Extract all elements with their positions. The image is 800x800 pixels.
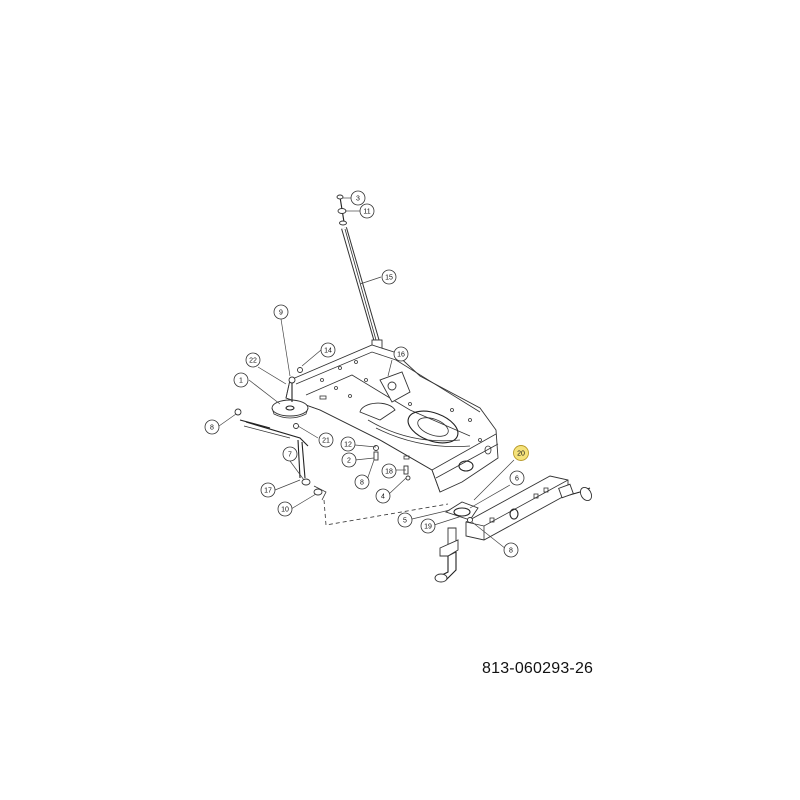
callout-4[interactable]: 4 (375, 488, 391, 504)
callout-12-label: 12 (344, 441, 352, 448)
callout-7[interactable]: 7 (282, 446, 298, 462)
callout-11[interactable]: 11 (359, 203, 375, 219)
callout-20-label: 20 (517, 450, 525, 457)
steering-gear-plate (271, 367, 309, 429)
callout-10-label: 10 (281, 506, 289, 513)
callout-5[interactable]: 5 (397, 512, 413, 528)
callout-17-label: 17 (264, 487, 272, 494)
callout-4-label: 4 (381, 493, 385, 500)
callout-8-left-label: 8 (210, 424, 214, 431)
callout-19[interactable]: 19 (420, 518, 436, 534)
callout-9[interactable]: 9 (273, 304, 289, 320)
callout-12[interactable]: 12 (340, 436, 356, 452)
callout-15-label: 15 (385, 274, 393, 281)
front-axle (434, 475, 593, 583)
callout-18-label: 18 (385, 468, 393, 475)
callout-8-right-label: 8 (509, 547, 513, 554)
callout-9-label: 9 (279, 309, 283, 316)
callout-7-label: 7 (288, 451, 292, 458)
callout-21-label: 21 (322, 437, 330, 444)
callout-8-middle-label: 8 (360, 479, 364, 486)
callout-18[interactable]: 18 (381, 463, 397, 479)
frame (285, 344, 499, 493)
callout-22[interactable]: 22 (245, 352, 261, 368)
callout-8-middle[interactable]: 8 (354, 474, 370, 490)
callout-6-label: 6 (515, 475, 519, 482)
part-number: 813-060293-26 (482, 660, 594, 677)
callout-1-label: 1 (239, 377, 243, 384)
callout-6[interactable]: 6 (509, 470, 525, 486)
callout-2-label: 2 (347, 457, 351, 464)
callout-20[interactable]: 20 (513, 445, 529, 461)
leader-lines (218, 197, 515, 550)
callout-14-label: 14 (324, 347, 332, 354)
callout-19-label: 19 (424, 523, 432, 530)
callout-11-label: 11 (363, 208, 370, 215)
callouts: 3 11 15 9 14 22 16 1 (204, 190, 529, 558)
drag-link (234, 408, 327, 501)
callout-22-label: 22 (249, 357, 257, 364)
callout-17[interactable]: 17 (260, 482, 276, 498)
callout-14[interactable]: 14 (320, 342, 336, 358)
callout-8-right[interactable]: 8 (503, 542, 519, 558)
callout-21[interactable]: 21 (318, 432, 334, 448)
callout-2[interactable]: 2 (341, 452, 357, 468)
callout-16-label: 16 (397, 351, 405, 358)
callout-15[interactable]: 15 (381, 269, 397, 285)
callout-8-left[interactable]: 8 (204, 419, 220, 435)
callout-3[interactable]: 3 (350, 190, 366, 206)
callout-5-label: 5 (403, 517, 407, 524)
connector-dashed (323, 499, 449, 526)
callout-1[interactable]: 1 (233, 372, 249, 388)
callout-10[interactable]: 10 (277, 501, 293, 517)
callout-16[interactable]: 16 (393, 346, 409, 362)
callout-3-label: 3 (356, 195, 360, 202)
steering-shaft (336, 194, 383, 349)
